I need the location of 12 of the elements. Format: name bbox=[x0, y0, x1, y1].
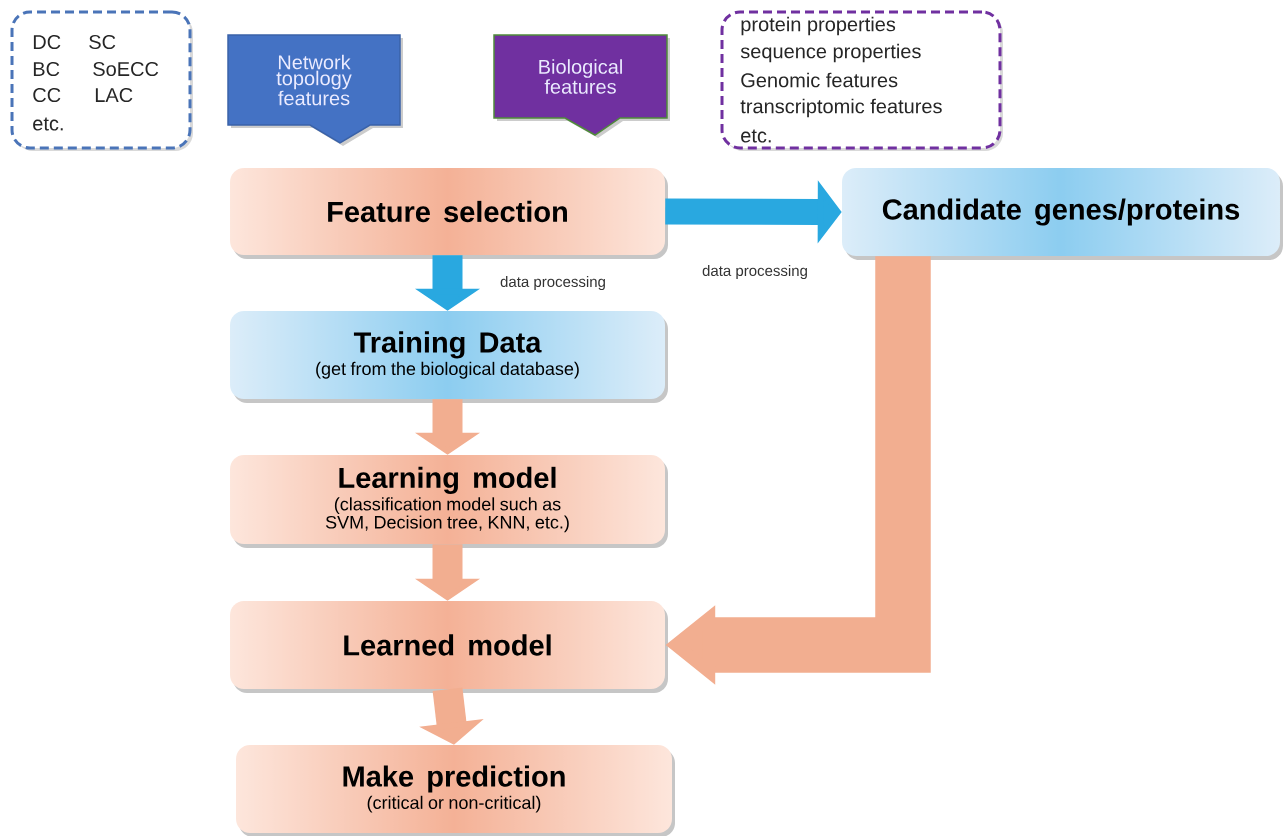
edge-label: data processing bbox=[498, 274, 608, 292]
process-box: Candidate genes/proteins bbox=[842, 168, 1283, 260]
speech-callout: Network topology features bbox=[227, 34, 403, 146]
process-box: Make prediction (critical or non-critical) bbox=[236, 745, 675, 836]
dashed-list-box: protein properties sequence properties Genomic features transcriptomic features etc. bbox=[720, 10, 1003, 151]
dashed-list-box: DC SC BC SoECC CC LAC etc. bbox=[10, 10, 193, 151]
process-box: Training Data (get from the biological database) bbox=[230, 311, 668, 403]
process-box: Feature selection bbox=[230, 168, 668, 259]
edge-label: data processing bbox=[700, 263, 810, 281]
process-box: Learned model bbox=[230, 601, 668, 693]
speech-callout: Biological features bbox=[493, 34, 670, 138]
process-box: Learning model (classification model such as SVM, Decision tree, KNN, etc.) bbox=[230, 455, 668, 548]
